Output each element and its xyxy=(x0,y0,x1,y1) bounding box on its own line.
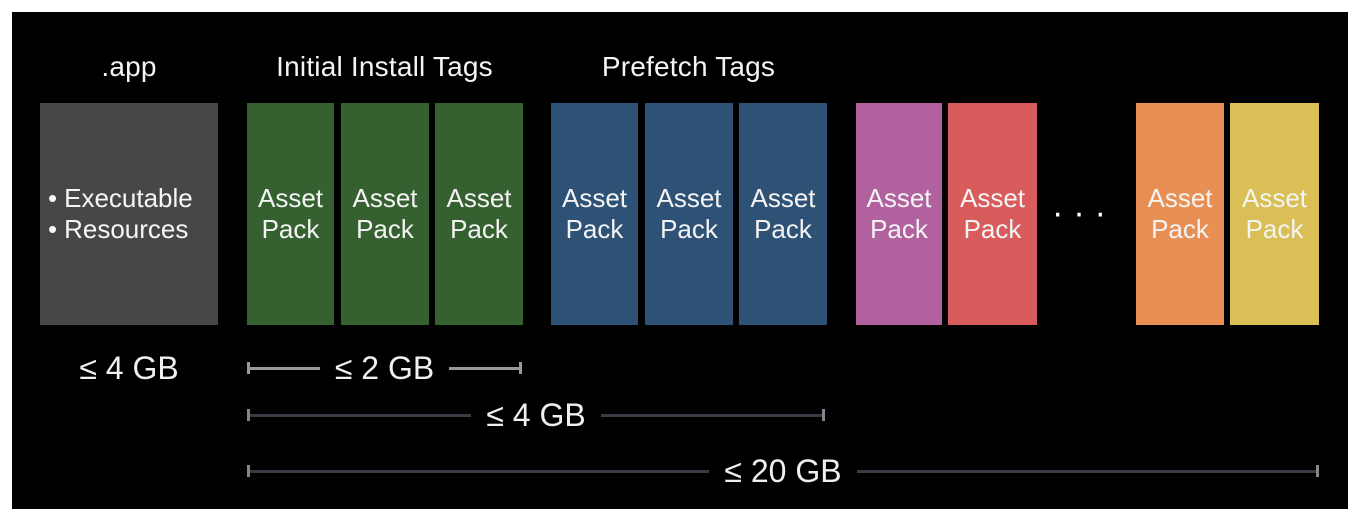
asset-pack-label: Asset Pack xyxy=(959,183,1026,244)
app-bundle-item-label: Resources xyxy=(64,214,189,244)
asset-pack-label: Asset Pack xyxy=(257,183,324,244)
asset-pack-prefetch-3: Asset Pack xyxy=(739,103,827,325)
asset-pack-on-demand-4: Asset Pack xyxy=(1230,103,1319,325)
ruler-line xyxy=(600,413,822,417)
ruler-tick-right xyxy=(822,409,825,421)
ruler-tick-right xyxy=(519,362,522,374)
ruler-tick-left xyxy=(247,409,250,421)
app-bundle-item-resources: •Resources xyxy=(48,214,218,245)
ruler-line xyxy=(250,469,710,473)
asset-pack-label: Asset Pack xyxy=(750,183,816,244)
asset-pack-on-demand-1: Asset Pack xyxy=(856,103,942,325)
ruler-line xyxy=(856,469,1317,473)
ruler-initial-install-2gb: ≤ 2 GB xyxy=(247,352,522,384)
ruler-total-20gb: ≤ 20 GB xyxy=(247,453,1320,489)
app-bundle-title: .app xyxy=(101,51,157,82)
app-bundle-item-label: Executable xyxy=(64,182,193,213)
asset-pack-on-demand-3: Asset Pack xyxy=(1136,103,1224,325)
ruler-initial-plus-prefetch-4gb: ≤ 4 GB xyxy=(247,399,825,431)
ruler-tick-right xyxy=(1316,465,1320,477)
ruler-size-label: ≤ 20 GB xyxy=(724,453,842,489)
ruler-size-label: ≤ 4 GB xyxy=(486,397,586,433)
app-size-label: ≤ 4 GB xyxy=(79,349,179,386)
asset-pack-initial-install-1: Asset Pack xyxy=(247,103,334,325)
ruler-tick-left xyxy=(247,465,250,477)
asset-pack-label: Asset Pack xyxy=(561,183,628,244)
asset-pack-label: Asset Pack xyxy=(352,183,418,244)
bullet-icon: • xyxy=(48,214,58,244)
ellipsis-icon: ··· xyxy=(1052,194,1116,232)
prefetch-tags-label: Prefetch Tags xyxy=(601,51,776,82)
asset-pack-initial-install-3: Asset Pack xyxy=(435,103,523,325)
ruler-line xyxy=(449,366,519,370)
app-bundle-box: •Executable •Resources xyxy=(40,103,218,325)
app-bundle-item-executable: •Executable xyxy=(48,183,218,214)
ruler-line xyxy=(250,413,472,417)
asset-pack-label: Asset Pack xyxy=(446,183,512,244)
initial-install-tags-label: Initial Install Tags xyxy=(276,51,493,82)
asset-pack-on-demand-2: Asset Pack xyxy=(948,103,1037,325)
asset-pack-prefetch-2: Asset Pack xyxy=(645,103,733,325)
asset-pack-label: Asset Pack xyxy=(1241,183,1308,244)
bullet-icon: • xyxy=(48,182,58,213)
asset-pack-label: Asset Pack xyxy=(1147,183,1213,244)
ruler-size-label: ≤ 2 GB xyxy=(334,350,435,386)
slide-panel: .app Initial Install Tags Prefetch Tags … xyxy=(12,12,1348,509)
ruler-tick-left xyxy=(247,362,250,374)
ruler-line xyxy=(250,366,320,370)
asset-pack-label: Asset Pack xyxy=(866,183,932,244)
asset-pack-initial-install-2: Asset Pack xyxy=(341,103,429,325)
asset-pack-label: Asset Pack xyxy=(656,183,722,244)
asset-pack-prefetch-1: Asset Pack xyxy=(551,103,638,325)
